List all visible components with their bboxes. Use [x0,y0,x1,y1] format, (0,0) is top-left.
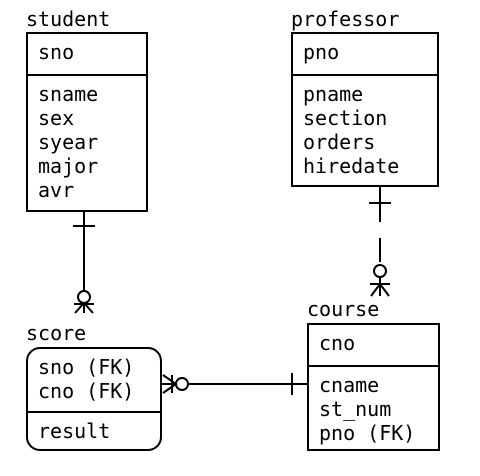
student-key-section: sno [28,34,146,76]
relationship-student-score [73,212,95,314]
score-attribute-section: result [28,413,160,443]
relationship-course-score [162,373,307,395]
entity-name-student: student [26,7,111,31]
student-attr-sname: sname [38,82,99,106]
student-attr-major: major [38,154,99,178]
course-attr-cname: cname [319,373,380,397]
course-attr-st_num: st_num [319,397,392,421]
score-attr-result: result [38,419,111,443]
score-key-cno: cno (FK) [38,379,135,403]
entity-professor: pno pname section orders hiredate [291,32,439,187]
student-attr-syear: syear [38,130,99,154]
professor-attr-orders: orders [303,130,376,154]
score-zero-circle [77,290,91,304]
professor-key-pno: pno [303,40,340,64]
professor-key-section: pno [293,34,437,76]
student-attribute-section: sname sex syear major avr [28,76,146,202]
student-key-sno: sno [38,40,75,64]
score-crowfoot-top [162,374,177,385]
course-zero-circle [373,264,387,278]
score-key-section: sno (FK) cno (FK) [28,349,160,413]
professor-attr-pname: pname [303,82,364,106]
entity-name-professor: professor [291,7,400,31]
entity-name-score: score [26,321,87,345]
entity-score: sno (FK) cno (FK) result [26,347,162,451]
course-key-section: cno [309,325,438,367]
course-attribute-section: cname st_num pno (FK) [309,367,438,445]
relationship-professor-course [369,187,391,297]
course-attr-pno: pno (FK) [319,421,416,445]
entity-student: sno sname sex syear major avr [26,32,148,212]
entity-name-course: course [307,297,380,321]
student-attr-avr: avr [38,178,75,202]
score-crowfoot-bottom [162,383,177,394]
score-key-sno: sno (FK) [38,355,135,379]
student-attr-sex: sex [38,106,75,130]
course-crowfoot-left [370,283,381,297]
professor-attr-section: section [303,106,388,130]
course-key-cno: cno [319,331,356,355]
score-zero-circle-2 [175,377,189,391]
professor-attr-hiredate: hiredate [303,154,400,178]
entity-course: cno cname st_num pno (FK) [307,323,440,451]
professor-attribute-section: pname section orders hiredate [293,76,437,178]
course-crowfoot-right [379,283,390,297]
